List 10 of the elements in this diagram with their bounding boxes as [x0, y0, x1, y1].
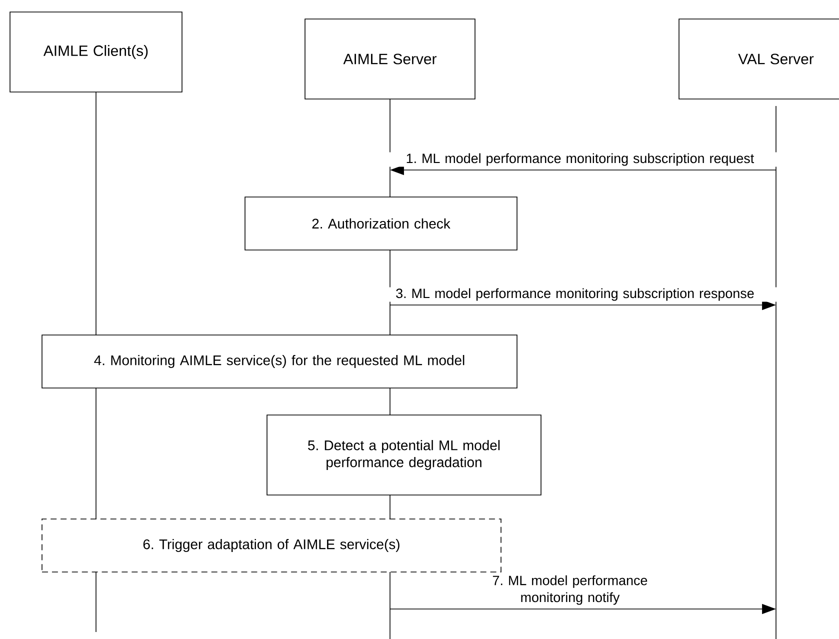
participant-box: AIMLE Client(s)	[10, 12, 182, 92]
participant-box: VAL Server	[678, 18, 839, 100]
edge-label: 7. ML model performance monitoring notify	[492, 575, 648, 605]
step-box: 5. Detect a potential ML model performance degradation	[266, 414, 542, 496]
participant-box: AIMLE Server	[304, 18, 476, 100]
step-box: 2. Authorization check	[244, 196, 518, 250]
edge-label: 3. ML model performance monitoring subscription response	[396, 288, 754, 301]
edge-label: 1. ML model performance monitoring subscription request	[406, 153, 754, 166]
dashed-step-box: 6. Trigger adaptation of AIMLE service(s)	[42, 518, 502, 572]
step-box: 4. Monitoring AIMLE service(s) for the requested ML model	[42, 334, 518, 388]
